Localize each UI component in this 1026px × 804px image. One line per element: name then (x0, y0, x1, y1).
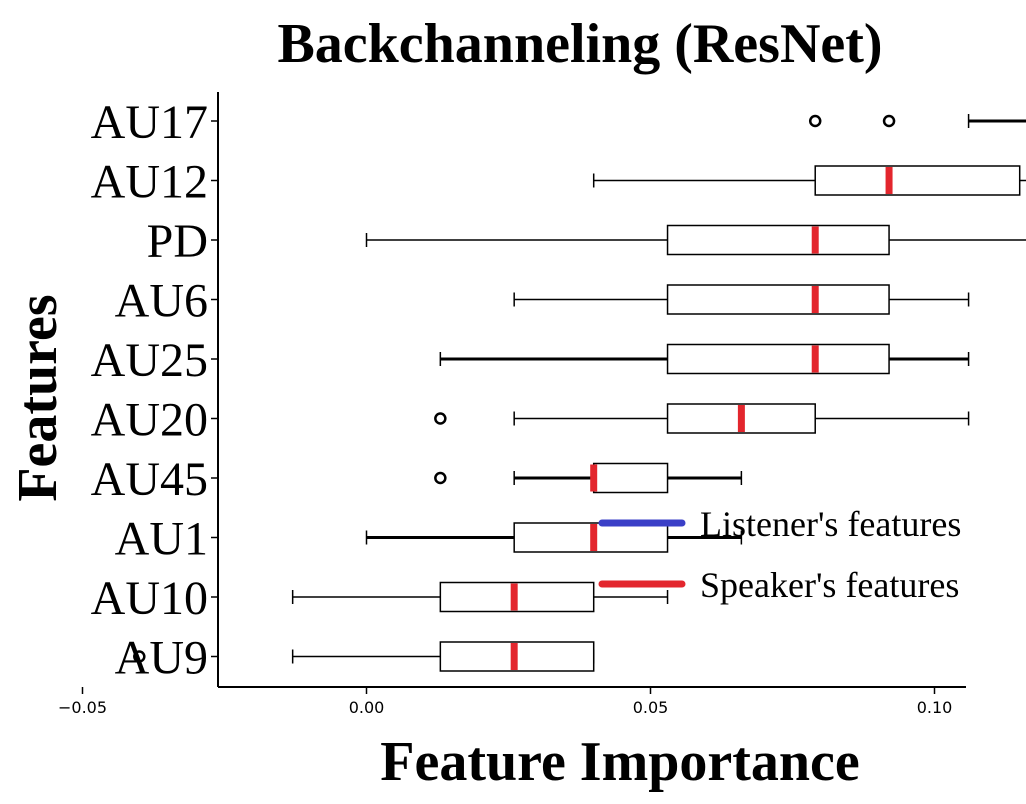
y-axis-label: Features (7, 294, 69, 501)
iqr-box (592, 462, 669, 494)
x-tick-label: 0.10 (917, 698, 953, 717)
iqr-box (814, 165, 1021, 196)
chart-title: Backchanneling (ResNet) (277, 13, 882, 75)
y-tick-label: AU9 (115, 632, 208, 685)
y-tick-label: AU1 (115, 513, 208, 566)
legend-label: Speaker's features (700, 565, 959, 605)
y-tick-label: AU12 (91, 156, 208, 209)
iqr-box (666, 224, 890, 256)
outlier-point (882, 114, 896, 128)
outlier-point (133, 650, 146, 663)
y-tick-label: PD (147, 215, 208, 268)
legend-label: Listener's features (700, 504, 961, 544)
outlier-point (434, 471, 447, 485)
outlier-point (808, 114, 822, 128)
y-tick-label: AU20 (91, 394, 208, 447)
outlier-point (434, 412, 447, 425)
y-tick-label: AU25 (91, 334, 208, 387)
x-tick-label: 0.00 (349, 698, 385, 717)
x-axis-label: Feature Importance (380, 731, 860, 793)
y-tick-label: AU45 (91, 453, 208, 506)
x-tick-label: −0.05 (58, 698, 107, 717)
iqr-box (666, 284, 890, 315)
y-tick-label: AU10 (91, 572, 208, 625)
plot-area: −0.050.000.050.100.150.20AU17AU12PDAU6AU… (58, 92, 1026, 717)
y-tick-label: AU17 (91, 96, 208, 149)
x-tick-label: 0.05 (633, 698, 669, 717)
iqr-box (666, 343, 890, 375)
y-tick-label: AU6 (115, 275, 208, 328)
